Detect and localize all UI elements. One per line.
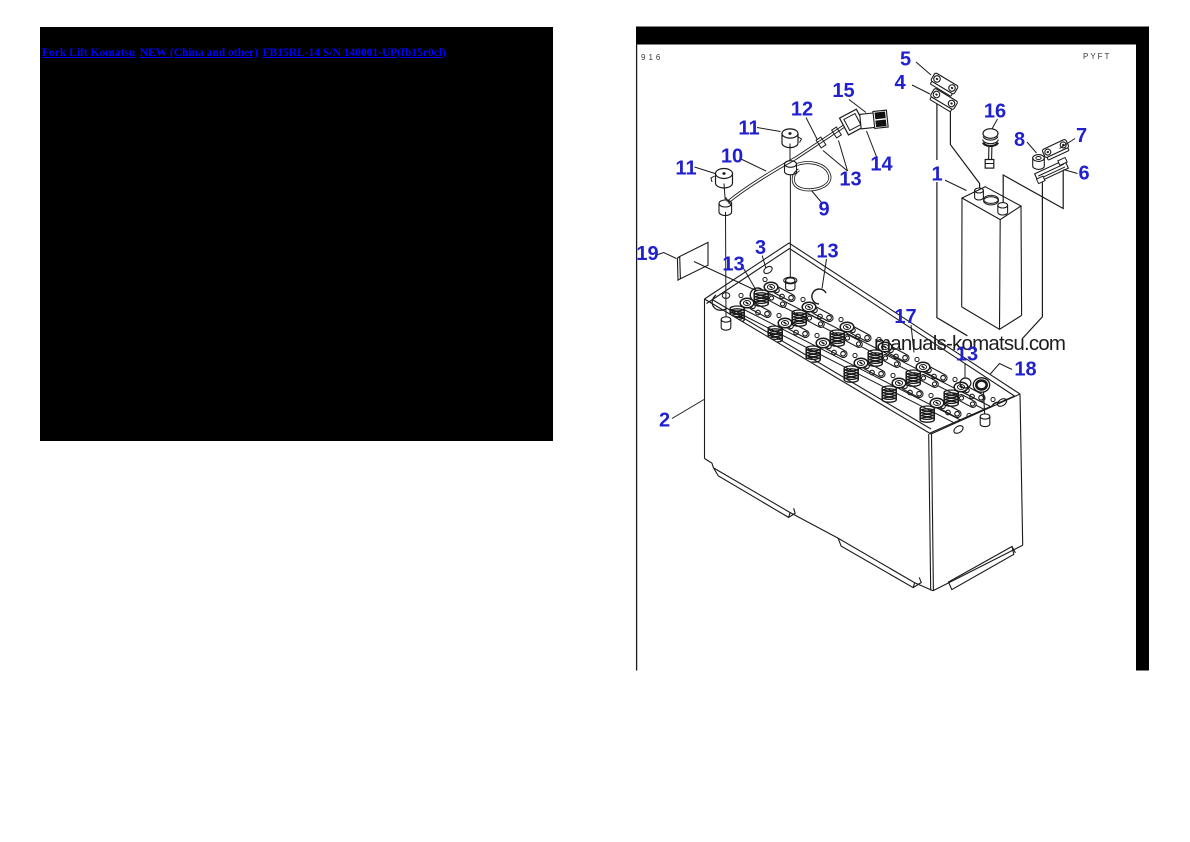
svg-text:1: 1 <box>931 164 942 186</box>
svg-text:14: 14 <box>870 154 893 176</box>
svg-text:2: 2 <box>659 410 670 432</box>
svg-text:7: 7 <box>1076 125 1087 147</box>
svg-text:5: 5 <box>900 49 911 71</box>
svg-text:3: 3 <box>755 237 766 259</box>
svg-text:18: 18 <box>1014 359 1036 381</box>
svg-text:15: 15 <box>832 80 854 102</box>
svg-text:11: 11 <box>675 158 696 180</box>
svg-text:12: 12 <box>791 99 813 121</box>
svg-text:11: 11 <box>738 118 759 140</box>
svg-text:19: 19 <box>636 243 658 265</box>
svg-text:4: 4 <box>894 72 906 94</box>
svg-text:manuals-komatsu.com: manuals-komatsu.com <box>874 332 1066 355</box>
svg-text:17: 17 <box>894 306 916 328</box>
svg-text:13: 13 <box>956 344 978 366</box>
svg-text:13: 13 <box>816 241 838 263</box>
svg-text:8: 8 <box>1014 129 1025 151</box>
svg-text:PYFT: PYFT <box>1083 52 1111 61</box>
svg-text:13: 13 <box>839 169 861 191</box>
svg-text:9: 9 <box>818 199 829 221</box>
svg-text:16: 16 <box>984 101 1006 123</box>
svg-text:6: 6 <box>1078 163 1089 185</box>
svg-text:13: 13 <box>722 254 744 276</box>
svg-text:10: 10 <box>721 146 743 168</box>
svg-text:916: 916 <box>641 53 663 62</box>
